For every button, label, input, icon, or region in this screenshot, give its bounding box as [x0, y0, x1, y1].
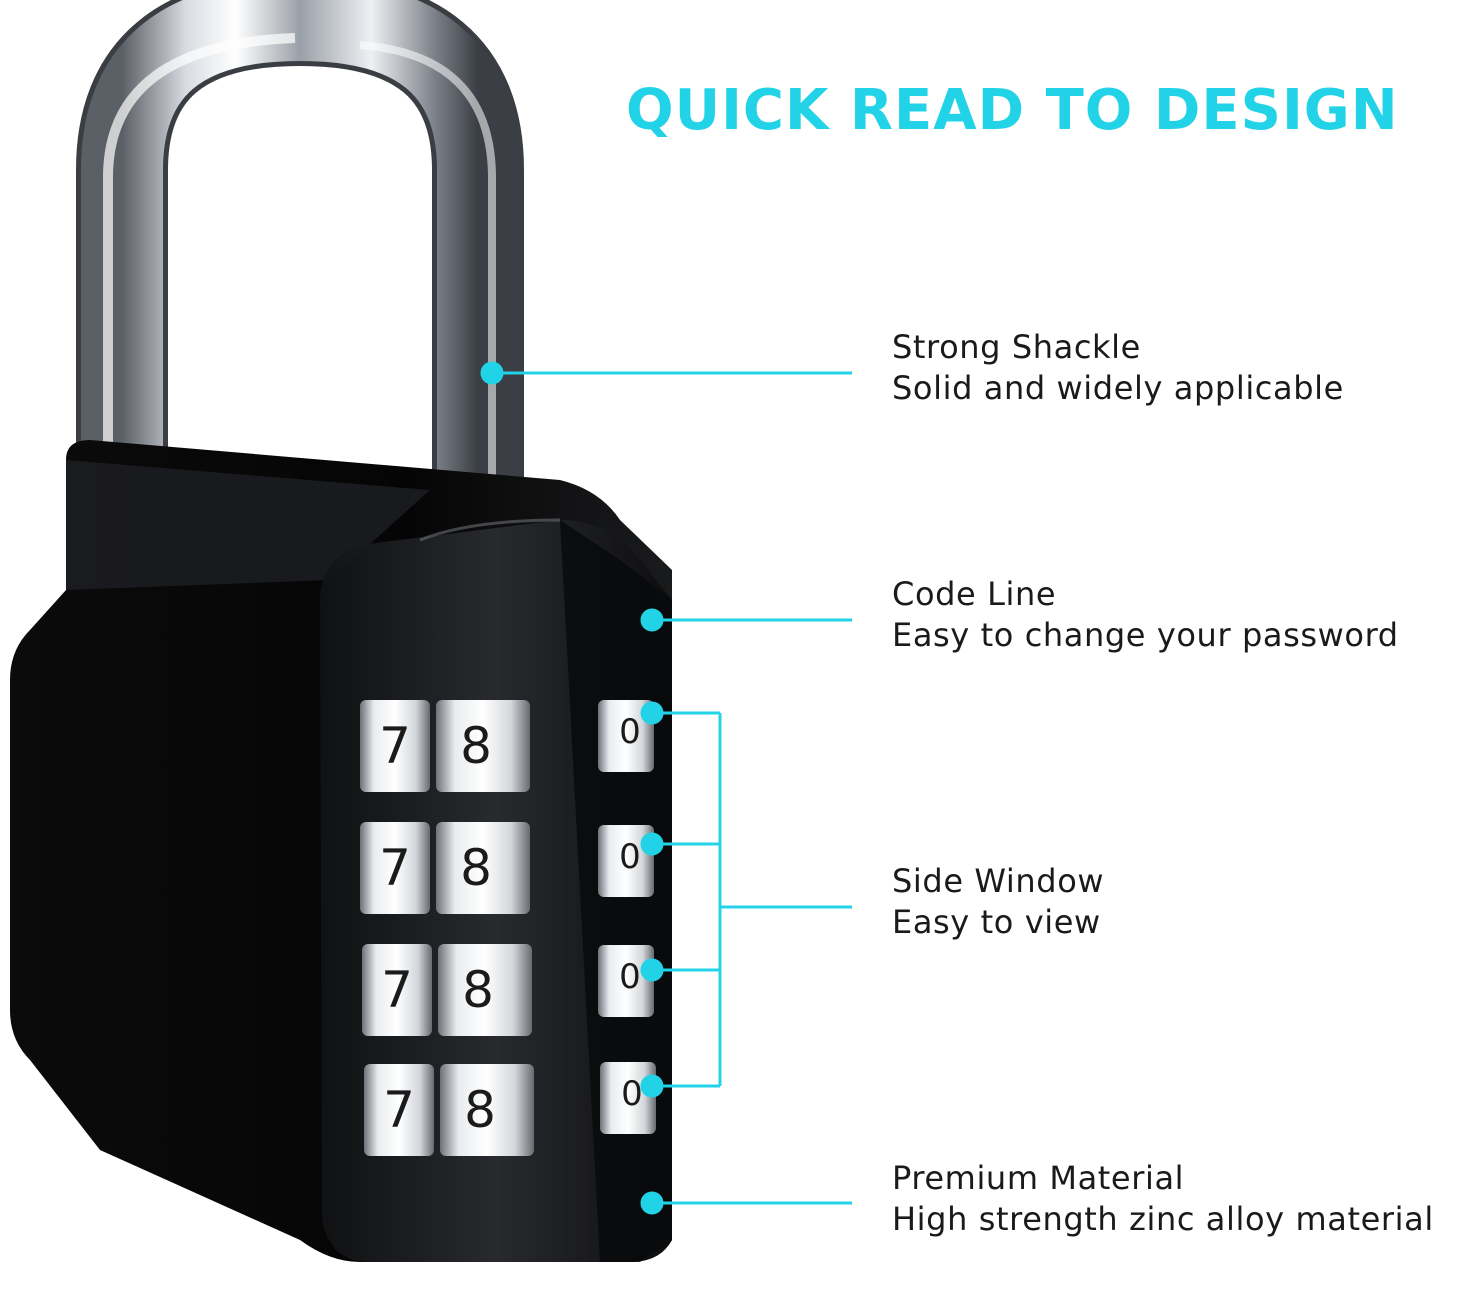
dial-digit-right: 8	[460, 839, 492, 897]
dial-wheel-right	[436, 700, 530, 792]
dial-row: 7 8 0	[364, 1062, 656, 1156]
dial-wheel-left	[360, 700, 430, 792]
dial-wheel-left	[362, 944, 432, 1036]
side-window-wheel	[598, 700, 654, 772]
callout-premium-material: Premium Material High strength zinc allo…	[892, 1158, 1467, 1240]
shackle-connector	[480, 361, 852, 385]
callout-code-line: Code Line Easy to change your password	[892, 574, 1467, 656]
headline: QUICK READ TO DESIGN	[626, 78, 1399, 143]
side-window-digit: 0	[619, 957, 641, 997]
dial-wheel-left	[364, 1064, 434, 1156]
dial-digit-left: 7	[379, 839, 411, 897]
callout-title: Strong Shackle	[892, 328, 1141, 366]
dial-digit-left: 7	[381, 961, 413, 1019]
side-window-digit: 0	[621, 1074, 643, 1114]
shackle	[76, 0, 524, 520]
dial-row: 7 8 0	[360, 700, 654, 792]
side-window-wheel	[600, 1062, 656, 1134]
callout-title: Code Line	[892, 575, 1057, 613]
material-connector	[640, 1191, 852, 1215]
dial-digit-right: 8	[460, 717, 492, 775]
callout-side-window: Side Window Easy to view	[892, 861, 1467, 943]
callout-strong-shackle: Strong Shackle Solid and widely applicab…	[892, 327, 1467, 409]
dial-wheel-right	[440, 1064, 534, 1156]
dial-wheel-right	[438, 944, 532, 1036]
dial-row: 7 8 0	[360, 822, 654, 914]
callout-connectors	[480, 361, 852, 1215]
code-line-connector	[640, 608, 852, 632]
callout-subtitle: Solid and widely applicable	[892, 369, 1344, 407]
callout-title: Side Window	[892, 862, 1105, 900]
dial-rows: 7 8 0 7 8 0 7 8 0	[360, 700, 656, 1156]
side-window-connector	[640, 701, 852, 1098]
dial-wheel-right	[436, 822, 530, 914]
callout-subtitle: Easy to change your password	[892, 616, 1399, 654]
dial-wheel-left	[360, 822, 430, 914]
dial-digit-left: 7	[379, 717, 411, 775]
side-window-wheel	[598, 945, 654, 1017]
callout-subtitle: Easy to view	[892, 903, 1101, 941]
dial-digit-left: 7	[383, 1081, 415, 1139]
callout-subtitle: High strength zinc alloy material	[892, 1200, 1434, 1238]
dial-digit-right: 8	[464, 1081, 496, 1139]
dial-row: 7 8 0	[362, 944, 654, 1036]
side-window-digit: 0	[619, 837, 641, 877]
callout-title: Premium Material	[892, 1159, 1185, 1197]
side-window-digit: 0	[619, 712, 641, 752]
dial-digit-right: 8	[462, 961, 494, 1019]
side-window-wheel	[598, 825, 654, 897]
lock-body	[10, 440, 672, 1262]
